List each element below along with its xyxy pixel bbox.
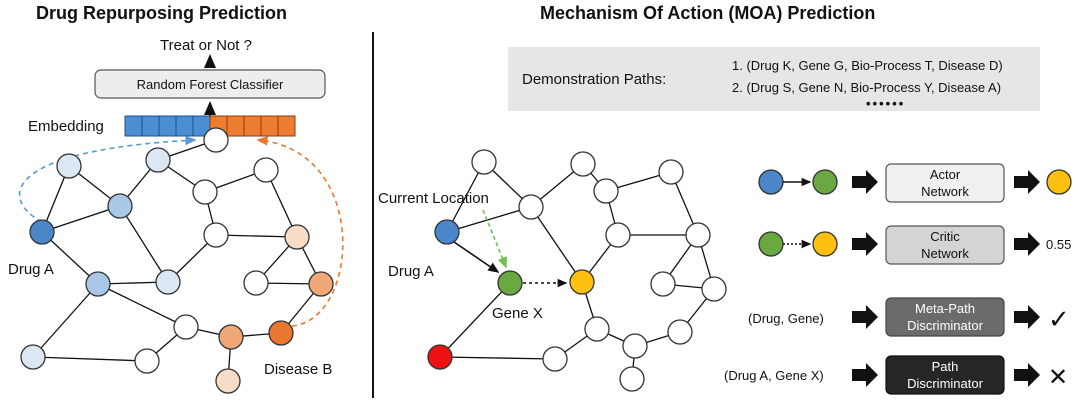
critic-network-box bbox=[885, 225, 1005, 265]
demo-path-1: 1. (Drug K, Gene G, Bio-Process T, Disea… bbox=[732, 58, 1003, 73]
drug-a-node bbox=[29, 219, 55, 245]
graph-node bbox=[518, 194, 544, 220]
embedding-vector bbox=[124, 115, 296, 137]
graph-node bbox=[173, 314, 199, 340]
path-line-2: Discriminator bbox=[907, 376, 984, 391]
cross-icon: ✕ bbox=[1048, 364, 1068, 391]
big-arrow bbox=[852, 363, 878, 387]
moa-title: Mechanism Of Action (MOA) Prediction bbox=[540, 3, 875, 23]
graph-node bbox=[155, 269, 181, 295]
path-line-1: Path bbox=[932, 359, 959, 374]
gene-x-node bbox=[497, 270, 523, 296]
actor-output-node bbox=[1046, 169, 1072, 195]
big-arrow bbox=[1014, 232, 1040, 256]
graph-node bbox=[107, 193, 133, 219]
graph-node bbox=[243, 270, 269, 296]
big-arrow bbox=[852, 170, 878, 194]
big-arrow bbox=[1014, 363, 1040, 387]
big-arrow bbox=[1014, 170, 1040, 194]
graph-node bbox=[658, 159, 684, 185]
graph-node bbox=[570, 151, 596, 177]
actor-row: Actor Network bbox=[758, 163, 1072, 203]
next-location-node bbox=[569, 269, 595, 295]
check-icon: ✓ bbox=[1048, 304, 1070, 334]
graph-node bbox=[215, 368, 241, 394]
critic-line-2: Network bbox=[921, 246, 969, 261]
graph-node bbox=[145, 147, 171, 173]
graph-node bbox=[650, 271, 676, 297]
drug-a-label-right: Drug A bbox=[388, 263, 434, 280]
graph-node bbox=[605, 222, 631, 248]
critic-row: Critic Network 0.55 bbox=[758, 225, 1071, 265]
critic-value: 0.55 bbox=[1046, 237, 1071, 252]
graph-node bbox=[667, 319, 693, 345]
current-location-label: Current Location bbox=[378, 190, 489, 207]
demo-path-2: 2. (Drug S, Gene N, Bio-Process Y, Disea… bbox=[732, 80, 1001, 95]
actor-line-2: Network bbox=[921, 184, 969, 199]
disease-b-label: Disease B bbox=[264, 361, 332, 378]
random-forest-box bbox=[94, 69, 326, 99]
red-node bbox=[427, 344, 453, 370]
graph-node bbox=[685, 222, 711, 248]
graph-node bbox=[284, 224, 310, 250]
meta-line-2: Discriminator bbox=[907, 318, 984, 333]
meta-path-row: (Drug, Gene) Meta-Path Discriminator ✓ bbox=[748, 297, 1070, 337]
graph-node bbox=[253, 157, 279, 183]
graph-node bbox=[622, 333, 648, 359]
drug-embedding-dashed-arrow bbox=[18, 135, 197, 223]
graph-node bbox=[593, 178, 619, 204]
gene-x-label: Gene X bbox=[492, 305, 543, 322]
big-arrow bbox=[852, 232, 878, 256]
meta-path-discriminator-box bbox=[885, 297, 1005, 337]
left-graph-nodes bbox=[20, 127, 334, 394]
graph-node bbox=[85, 271, 111, 297]
path-row: (Drug A, Gene X) Path Discriminator ✕ bbox=[724, 355, 1068, 395]
actor-line-1: Actor bbox=[930, 167, 961, 182]
demo-ellipsis: •••••• bbox=[866, 96, 905, 111]
graph-node bbox=[192, 179, 218, 205]
graph-node bbox=[20, 344, 46, 370]
graph-node bbox=[619, 366, 645, 392]
graph-node bbox=[134, 348, 160, 374]
graph-node bbox=[542, 346, 568, 372]
treat-question: Treat or Not ? bbox=[160, 37, 252, 54]
meta-line-1: Meta-Path bbox=[915, 301, 975, 316]
path-discriminator-box bbox=[885, 355, 1005, 395]
big-arrow bbox=[1014, 305, 1040, 329]
drug-repurposing-title: Drug Repurposing Prediction bbox=[36, 3, 287, 23]
graph-node bbox=[701, 276, 727, 302]
meta-input-label: (Drug, Gene) bbox=[748, 311, 824, 326]
drug-to-gene-arrow bbox=[453, 241, 500, 273]
graph-node bbox=[471, 149, 497, 175]
graph-node bbox=[203, 127, 229, 153]
graph-node bbox=[218, 324, 244, 350]
disease-b-node bbox=[268, 320, 294, 346]
big-arrow bbox=[852, 305, 878, 329]
right-graph-nodes bbox=[427, 149, 727, 392]
path-input-label: (Drug A, Gene X) bbox=[724, 368, 824, 383]
demonstration-label: Demonstration Paths: bbox=[522, 71, 666, 88]
current-location-arrow bbox=[482, 209, 507, 269]
demonstration-paths-box bbox=[508, 47, 1040, 111]
drug-a-label-left: Drug A bbox=[8, 261, 54, 278]
random-forest-label: Random Forest Classifier bbox=[137, 77, 284, 92]
graph-node bbox=[584, 316, 610, 342]
actor-network-box bbox=[885, 163, 1005, 203]
graph-node bbox=[203, 222, 229, 248]
graph-node bbox=[56, 153, 82, 179]
embedding-label: Embedding bbox=[28, 118, 104, 135]
drug-a-node-right bbox=[434, 219, 460, 245]
graph-node bbox=[308, 271, 334, 297]
critic-line-1: Critic bbox=[930, 229, 960, 244]
